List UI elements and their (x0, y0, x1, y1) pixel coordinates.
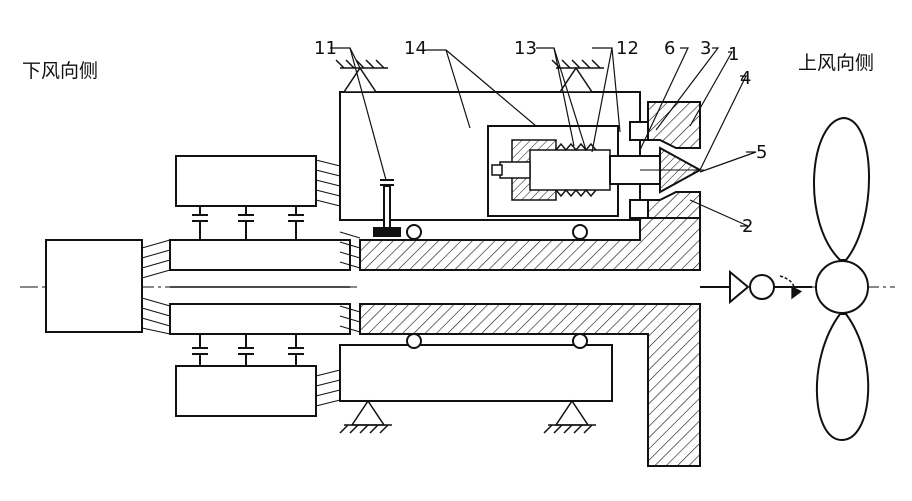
downwind-side-label: 下风向侧 (22, 56, 98, 83)
lower-housing (340, 345, 612, 401)
lower-shaft-bar (170, 304, 350, 334)
shaft-bore (360, 270, 700, 304)
bearing-lower-left (407, 334, 421, 348)
lower-brake-box (176, 366, 316, 416)
upwind-side-label: 上风向侧 (798, 48, 874, 75)
nozzle-head-upper (648, 102, 700, 148)
callout-3: 3 (700, 38, 711, 59)
bearing-lower-right (573, 334, 587, 348)
upper-shaft-bar (170, 240, 350, 270)
generator-box (46, 240, 142, 332)
callout-11: 11 (314, 38, 337, 59)
nozzle-seal-lower (630, 200, 648, 218)
callout-12: 12 (616, 38, 639, 59)
fixed-support-bottom-left (340, 401, 392, 433)
upper-spring-symbols (192, 206, 304, 240)
nozzle-seal-upper (630, 122, 648, 140)
bearing-upper-right (573, 225, 587, 239)
callout-14: 14 (404, 38, 427, 59)
callout-13: 13 (514, 38, 537, 59)
callout-2: 2 (742, 216, 753, 237)
nozzle-head-lower (648, 192, 700, 218)
fixed-support-bottom-right (544, 401, 596, 433)
fixed-support-top-left (336, 60, 388, 92)
upper-brake-box (176, 156, 316, 206)
bearing-upper-left (407, 225, 421, 239)
callout-5: 5 (756, 142, 767, 163)
callout-4: 4 (740, 68, 751, 89)
hub-joint-symbols (700, 272, 812, 302)
lower-spring-symbols (192, 334, 304, 366)
callout-6: 6 (664, 38, 675, 59)
callout-1: 1 (728, 44, 739, 65)
propeller (814, 118, 869, 440)
